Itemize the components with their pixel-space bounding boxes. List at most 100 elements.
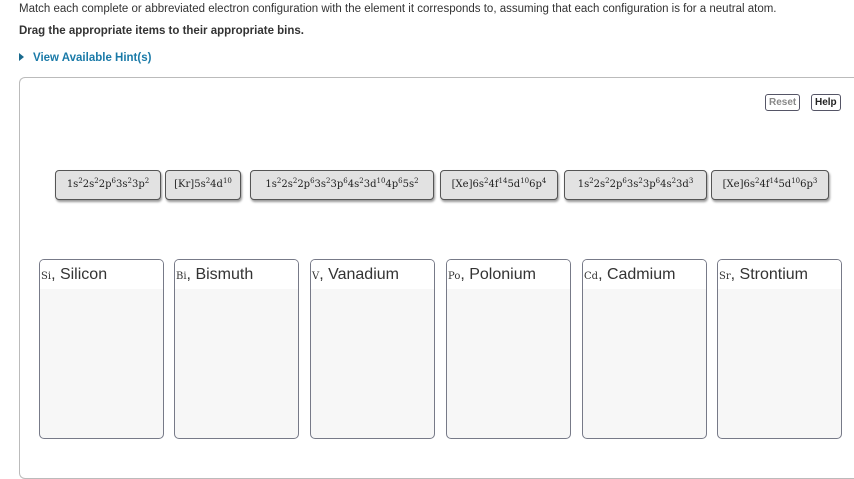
orbital: 3p (642, 179, 656, 190)
element-symbol: Sr (719, 271, 731, 282)
drop-bin[interactable]: Bi, Bismuth (174, 259, 299, 439)
caret-right-icon (19, 53, 24, 61)
electron-count: 3 (812, 177, 818, 185)
config-item[interactable]: [Xe]6s24f145d106p4 (440, 170, 558, 200)
element-symbol: V (312, 271, 320, 282)
config-item[interactable]: 1s22s22p63s23p64s23d104p65s2 (250, 170, 434, 200)
electron-count: 2 (589, 177, 594, 185)
drop-bin[interactable]: Si, Silicon (39, 259, 164, 439)
electron-count: 10 (791, 177, 801, 185)
element-symbol: Cd (584, 271, 599, 282)
drop-bin[interactable]: Sr, Strontium (717, 259, 842, 439)
orbital: 3p (330, 179, 344, 190)
electron-count: 2 (671, 177, 677, 185)
electron-count: 6 (310, 177, 315, 185)
orbital: 5d (778, 179, 792, 190)
orbital: 4s (660, 179, 672, 190)
electron-count: 6 (111, 177, 116, 185)
electron-count: 2 (483, 177, 489, 185)
electron-count: 2 (359, 177, 364, 185)
orbital: 3d (363, 179, 377, 190)
electron-count: 3 (688, 177, 694, 185)
orbital: 4d (210, 179, 223, 190)
electron-count: 2 (638, 177, 643, 185)
instructions-text: Match each complete or abbreviated elect… (19, 3, 777, 15)
orbital: 6p (800, 179, 813, 190)
core-notation: [Xe] (451, 179, 473, 190)
orbital: 3p (131, 179, 145, 190)
element-symbol: Po (448, 271, 461, 282)
electron-count: 6 (343, 177, 348, 185)
electron-count: 6 (398, 177, 403, 185)
electron-count: 2 (414, 177, 419, 185)
bin-label: Bi, Bismuth (175, 260, 298, 289)
electron-count: 14 (498, 177, 508, 185)
orbital: 4s (347, 179, 360, 190)
orbital: 6s (472, 179, 484, 190)
element-name: , Bismuth (186, 266, 254, 283)
orbital: 3s (314, 179, 327, 190)
electron-count: 6 (622, 177, 627, 185)
drop-bin[interactable]: Cd, Cadmium (582, 259, 707, 439)
orbital: 2s (82, 179, 95, 190)
drag-instruction: Drag the appropriate items to their appr… (19, 25, 304, 37)
orbital: 2p (297, 179, 311, 190)
core-notation: [Kr] (174, 179, 195, 190)
electron-count: 2 (205, 177, 211, 185)
element-name: , Polonium (460, 266, 536, 283)
config-item[interactable]: [Kr]5s24d10 (165, 170, 241, 200)
element-symbol: Bi (176, 271, 187, 282)
config-item[interactable]: 1s22s22p63s23p2 (55, 170, 161, 200)
orbital: 2s (593, 179, 606, 190)
hint-link-label: View Available Hint(s) (33, 52, 152, 64)
orbital: 2p (609, 179, 623, 190)
electron-count: 2 (127, 177, 132, 185)
orbital: 4f (759, 179, 770, 190)
orbital: 3d (676, 179, 689, 190)
electron-count: 4 (541, 177, 547, 185)
reset-button[interactable]: Reset (765, 94, 801, 111)
electron-count: 10 (520, 177, 530, 185)
orbital: 5s (194, 179, 206, 190)
orbital: 5d (507, 179, 521, 190)
element-name: , Vanadium (319, 266, 399, 283)
orbital: 1s (66, 179, 79, 190)
electron-count: 2 (605, 177, 610, 185)
electron-count: 2 (78, 177, 83, 185)
electron-count: 2 (94, 177, 99, 185)
orbital: 1s (265, 179, 277, 190)
orbital: 1s (577, 179, 590, 190)
electron-count: 2 (144, 177, 150, 185)
view-hints-link[interactable]: View Available Hint(s) (19, 52, 151, 64)
orbital: 2p (98, 179, 112, 190)
config-item[interactable]: [Xe]6s24f145d106p3 (711, 170, 829, 200)
drop-bin[interactable]: Po, Polonium (446, 259, 571, 439)
electron-count: 10 (222, 177, 232, 185)
orbital: 5s (402, 179, 415, 190)
orbital: 2s (281, 179, 293, 190)
element-symbol: Si (41, 271, 52, 282)
bin-label: Po, Polonium (447, 260, 570, 289)
help-button[interactable]: Help (811, 94, 841, 111)
element-name: , Strontium (730, 266, 808, 283)
orbital: 3s (626, 179, 639, 190)
config-item[interactable]: 1s22s22p63s23p64s23d3 (564, 170, 707, 200)
orbital: 4f (488, 179, 499, 190)
electron-count: 2 (292, 177, 298, 185)
bin-label: Si, Silicon (40, 260, 163, 289)
electron-count: 10 (376, 177, 386, 185)
orbital: 4p (385, 179, 399, 190)
core-notation: [Xe] (722, 179, 744, 190)
orbital: 3s (115, 179, 128, 190)
element-name: , Cadmium (598, 266, 676, 283)
electron-count: 6 (655, 177, 661, 185)
element-name: , Silicon (51, 266, 108, 283)
orbital: 6s (743, 179, 755, 190)
orbital: 6p (529, 179, 542, 190)
bin-label: V, Vanadium (311, 260, 434, 289)
electron-count: 14 (769, 177, 779, 185)
bin-label: Sr, Strontium (718, 260, 841, 289)
drop-bin[interactable]: V, Vanadium (310, 259, 435, 439)
bin-label: Cd, Cadmium (583, 260, 706, 289)
electron-count: 2 (326, 177, 331, 185)
